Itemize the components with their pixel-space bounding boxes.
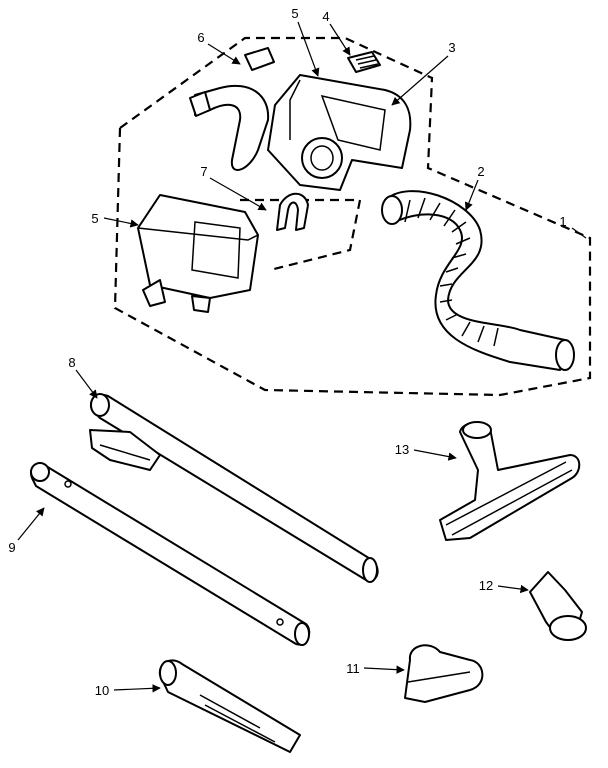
callout-1: 1 — [559, 214, 566, 229]
callout-5-top: 5 — [291, 6, 298, 21]
callout-9: 9 — [8, 540, 15, 555]
clip — [276, 192, 309, 231]
switch — [347, 51, 381, 73]
callout-12: 12 — [479, 578, 493, 593]
floor-tool — [439, 421, 581, 541]
dusting-brush — [529, 571, 587, 641]
callout-6: 6 — [197, 30, 204, 45]
upper-wand — [89, 393, 379, 583]
callout-7: 7 — [200, 164, 207, 179]
callout-8: 8 — [68, 355, 75, 370]
callout-2: 2 — [477, 164, 484, 179]
callout-13: 13 — [395, 442, 409, 457]
leader-lines — [17, 21, 587, 693]
callout-10: 10 — [95, 683, 109, 698]
dust-cover — [136, 194, 259, 313]
crevice-tool — [158, 659, 301, 753]
hose — [381, 190, 575, 371]
handle — [189, 47, 275, 172]
upholstery-tool — [404, 644, 484, 703]
assembly-boundary — [113, 36, 592, 397]
callout-11: 11 — [346, 661, 360, 676]
callout-3: 3 — [448, 40, 455, 55]
blower-housing — [267, 74, 412, 191]
callout-5-left: 5 — [91, 211, 98, 226]
lower-wand — [30, 462, 311, 646]
callout-4: 4 — [322, 9, 329, 24]
